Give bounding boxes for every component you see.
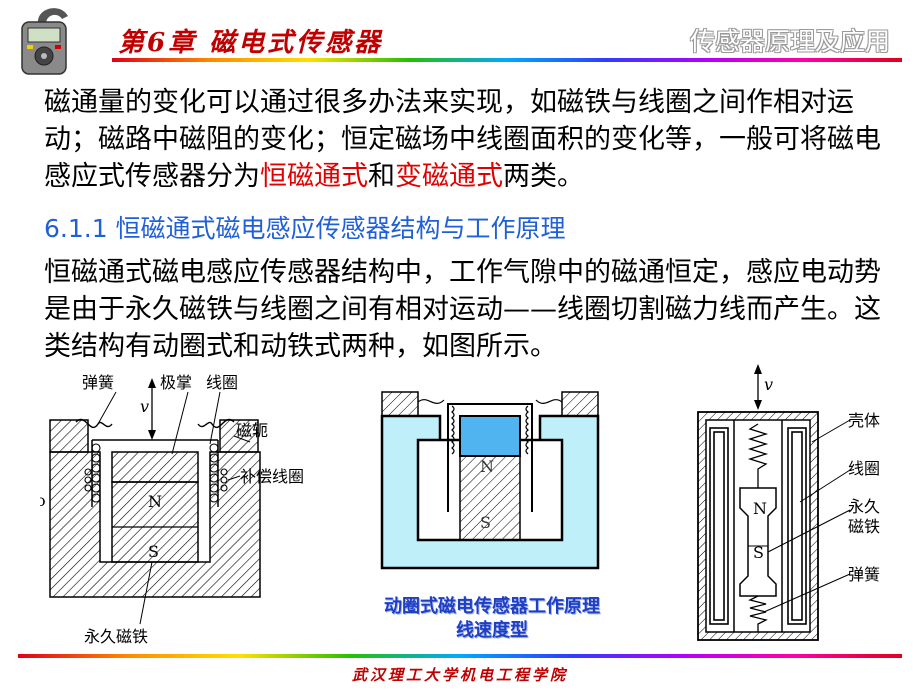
header-divider (112, 58, 902, 62)
label-magnet-line1: 永久 (848, 497, 880, 516)
section-paragraph: 恒磁通式磁电感应传感器结构中，工作气隙中的磁通恒定，感应电动势是由于永久磁铁与线… (44, 257, 881, 362)
label-n-pole: N (753, 499, 767, 518)
coil-former (447, 403, 533, 512)
top-plate-left (381, 391, 419, 417)
label-magnet-line2: 磁铁 (848, 517, 880, 536)
top-plate-left (49, 419, 89, 453)
course-name: 传感器原理及应用 (690, 27, 891, 56)
permanent-magnet (459, 455, 521, 541)
spring-bottom (748, 595, 768, 632)
label-s-pole: S (753, 543, 764, 562)
label-coil: 线圈 (206, 373, 238, 392)
coil-left (709, 427, 729, 625)
spring-top (747, 423, 769, 488)
top-plate-right (219, 419, 259, 453)
term-variable-flux: 变磁通式 (395, 161, 503, 192)
label-compensation-coil: 补偿线圈 (240, 467, 304, 486)
footer-divider (18, 654, 902, 658)
label-s-pole: S (480, 513, 491, 532)
spring-right (197, 419, 235, 429)
label-coil: 线圈 (848, 459, 880, 478)
label-yoke: 磁轭 (236, 421, 268, 440)
label-housing: 壳体 (848, 411, 880, 430)
clamp-meter-icon (21, 8, 68, 75)
caption-line2: 线速度型 (456, 620, 528, 641)
footer-institution: 武汉理工大学机电工程学院 (351, 666, 568, 684)
coil-turns (84, 443, 228, 503)
moving-iron-diagram: v 壳体 线圈 永久 磁铁 N S 弹簧 (697, 364, 880, 641)
label-s-pole: S (148, 542, 159, 561)
chapter-title: 第6章 磁电式传感器 (118, 28, 384, 58)
pole-piece (459, 415, 521, 457)
intro-text-part1: 磁通量的变化可以通过很多办法来实现，如磁铁与线圈之间作相对运动；磁路中磁阻的变化… (44, 87, 881, 192)
moving-coil-principle-diagram: N S (380, 391, 600, 570)
label-pole-shoe: 极掌 (160, 373, 192, 392)
spring-left (417, 399, 445, 404)
figure-caption: 动圈式磁电传感器工作原理 线速度型 (352, 595, 632, 643)
label-velocity: v (140, 397, 149, 416)
intro-text-and: 和 (368, 161, 395, 192)
coil-turns (451, 405, 529, 455)
pole-shoe (111, 451, 199, 483)
permanent-magnet (111, 481, 199, 563)
coil-right (787, 427, 807, 625)
intro-paragraph: 磁通量的变化可以通过很多办法来实现，如磁铁与线圈之间作相对运动；磁路中磁阻的变化… (44, 84, 904, 195)
caption-line1: 动圈式磁电传感器工作原理 (384, 596, 600, 617)
label-n-pole: N (480, 457, 494, 476)
permanent-magnet (739, 487, 777, 597)
term-constant-flux: 恒磁通式 (260, 161, 368, 192)
label-spring: 弹簧 (82, 373, 114, 392)
label-velocity: v (764, 375, 773, 394)
top-plate-right (561, 391, 599, 417)
section-heading: 6.1.1 恒磁通式磁电感应传感器结构与工作原理 (44, 214, 566, 243)
label-magnet: 永久磁铁 (84, 627, 148, 646)
spring-right (535, 399, 563, 404)
label-n-pole: N (148, 492, 162, 511)
moving-coil-diagram: 弹簧 极掌 线圈 v 磁轭 补偿线圈 N S 永久磁铁 o (40, 373, 304, 646)
label-side-mark: o (40, 491, 46, 510)
intro-text-part2: 两类。 (503, 161, 584, 192)
label-spring: 弹簧 (848, 565, 880, 584)
